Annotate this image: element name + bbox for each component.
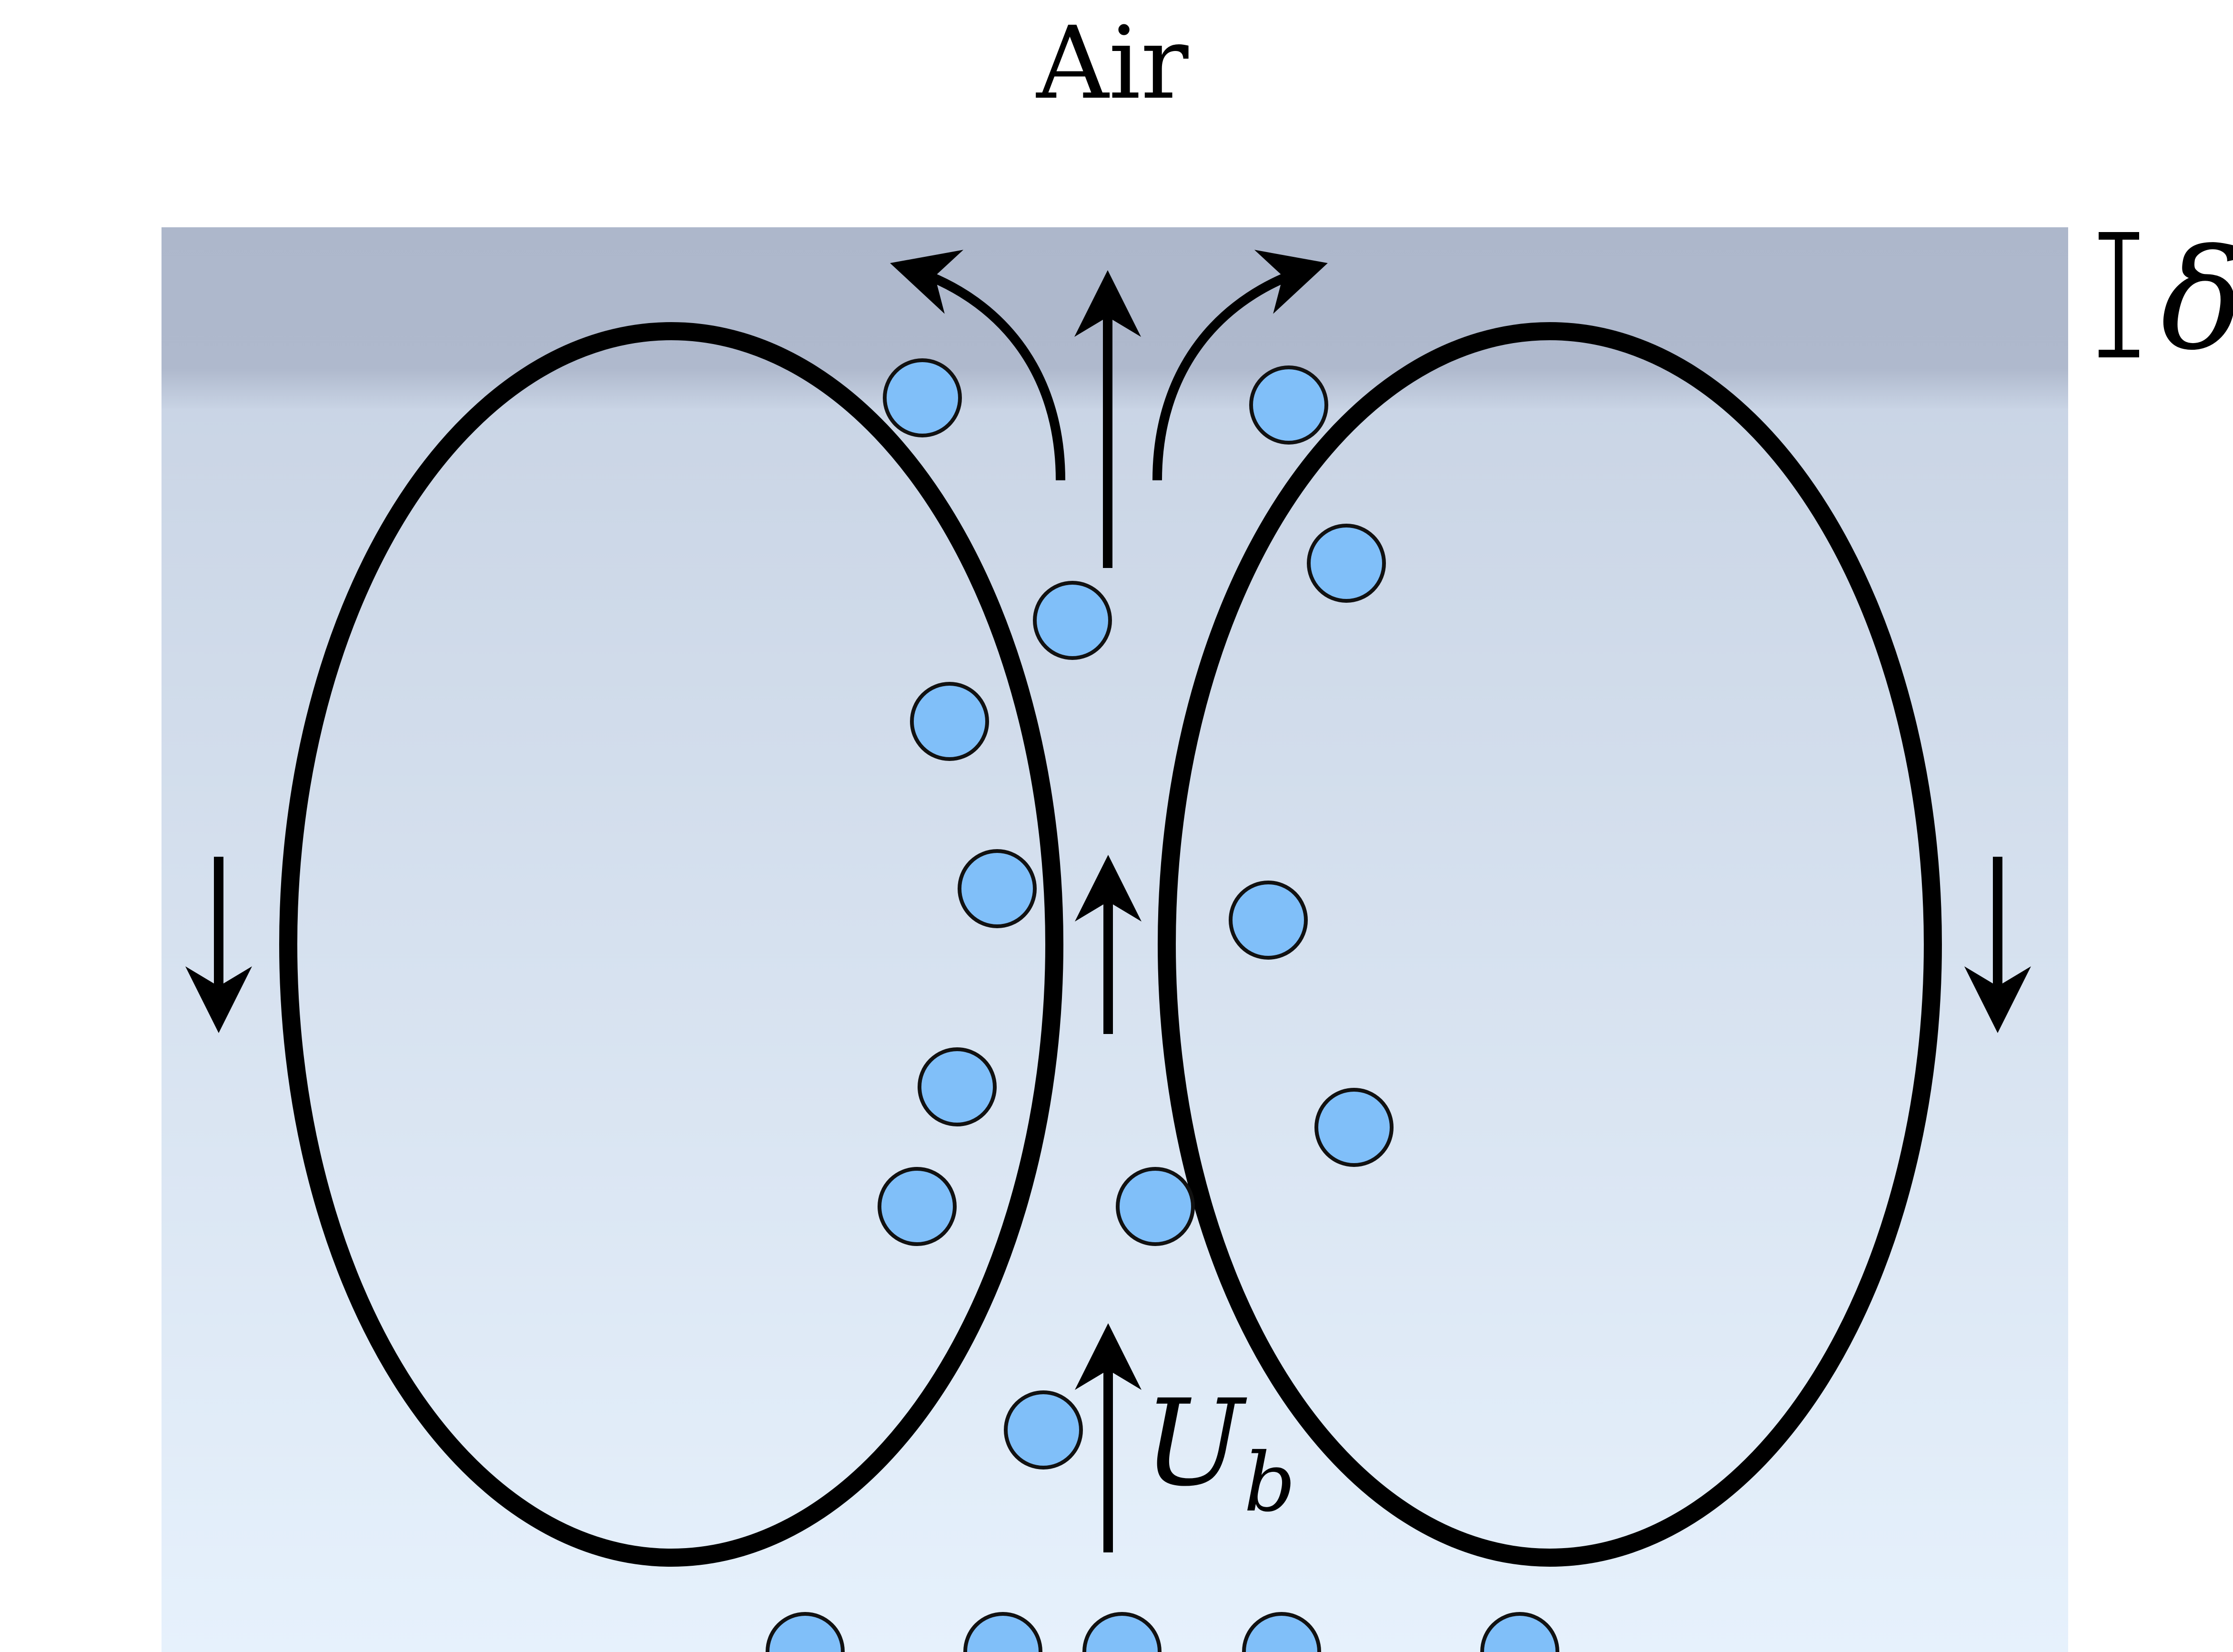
rise-velocity-label: Ub: [1143, 1374, 1296, 1530]
right-outflow-arrow: [1152, 250, 1328, 481]
right-circulation-loop: [1158, 322, 1942, 1567]
bubble: [1082, 1612, 1162, 1652]
bubble: [963, 1612, 1042, 1652]
bubble: [1307, 524, 1386, 603]
bubble: [1229, 881, 1308, 960]
bubble: [1242, 1612, 1321, 1652]
bubble: [1480, 1612, 1559, 1652]
bubble: [918, 1047, 997, 1126]
bubble: [1033, 581, 1112, 660]
bubble: [1116, 1167, 1195, 1246]
bubble: [1314, 1088, 1394, 1167]
liquid-region: [162, 227, 2068, 1652]
bubble: [883, 358, 962, 437]
surface-film-layer: [162, 227, 2068, 408]
left-circulation-loop: [279, 322, 1063, 1567]
left-outflow-arrow: [890, 250, 1065, 481]
bubble: [958, 849, 1037, 928]
bubble: [878, 1167, 957, 1246]
film-thickness-bracket: [2099, 232, 2139, 357]
side-downflow-arrows: [185, 857, 2031, 1033]
film-thickness-symbol: δ: [2161, 220, 2233, 381]
air-label: Air: [1035, 5, 1189, 122]
surface-outflow-arrows: [890, 250, 1328, 568]
bubble: [1249, 365, 1328, 445]
bubble: [766, 1612, 845, 1652]
bubble: [910, 682, 989, 761]
bubbles: [766, 358, 1559, 1652]
bubble: [1004, 1390, 1083, 1470]
